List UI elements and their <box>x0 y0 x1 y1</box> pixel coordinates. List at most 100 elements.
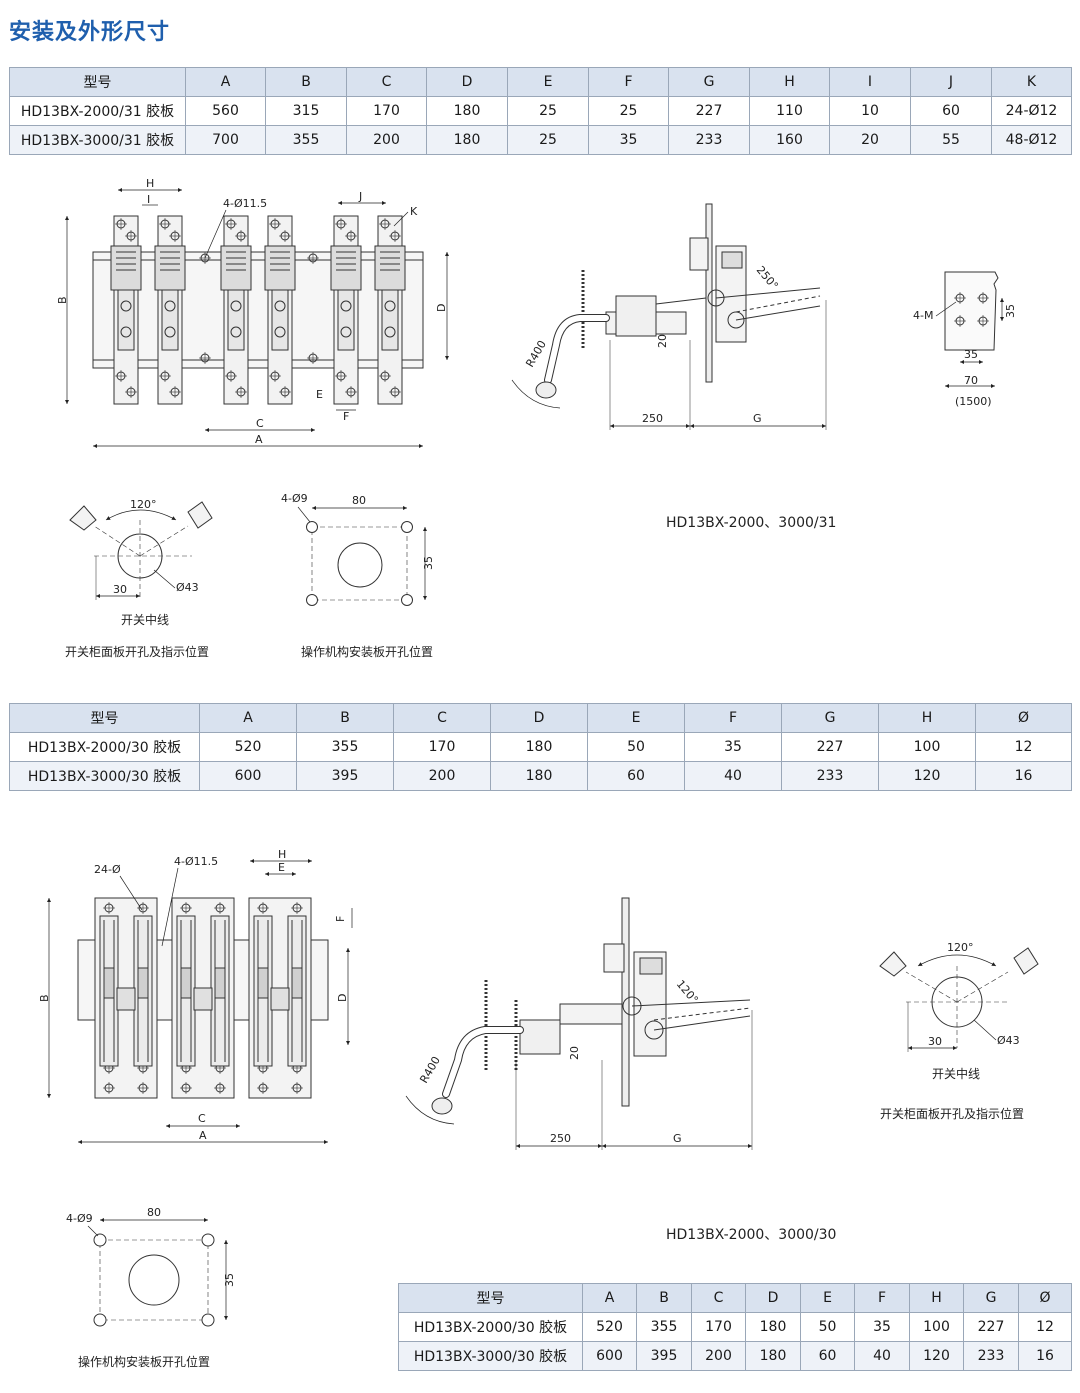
dim-G-30: G <box>673 1132 682 1145</box>
table-cell: 227 <box>781 732 879 762</box>
mount-hole-31: 80 4-Ø9 35 <box>281 492 435 606</box>
table-cell: 200 <box>393 761 491 791</box>
table-header-cell: Ø <box>975 703 1072 733</box>
table-cell: 700 <box>185 125 266 155</box>
table-cell: 395 <box>636 1341 692 1371</box>
terminal-detail: 4-M 35 35 70 (1500) <box>913 271 1017 408</box>
front-view-31: B D H I J K 4-Ø11.5 C A E F <box>56 177 450 449</box>
table-cell-model: HD13BX-3000/31 胶板 <box>9 125 186 155</box>
table-cell-model: HD13BX-3000/30 胶板 <box>398 1341 583 1371</box>
dim-holes-11-5: 4-Ø11.5 <box>223 197 267 210</box>
table-cell: 60 <box>587 761 685 791</box>
table-cell: 120 <box>909 1341 964 1371</box>
caption-panel-hole-1: 开关柜面板开孔及指示位置 <box>65 645 210 659</box>
dim-4-M: 4-M <box>913 309 933 322</box>
table-cell-model: HD13BX-2000/31 胶板 <box>9 96 186 126</box>
caption-switch-center-2: 开关中线 <box>932 1067 981 1081</box>
table-cell: 40 <box>854 1341 910 1371</box>
dim-4-9-b: 4-Ø9 <box>66 1212 93 1225</box>
table-cell-model: HD13BX-3000/30 胶板 <box>9 761 200 791</box>
dim-30-b: 30 <box>928 1035 942 1048</box>
table-header-cell: A <box>185 67 266 97</box>
dim-F-30: F <box>334 916 347 922</box>
table-cell: 233 <box>963 1341 1019 1371</box>
dim-holes-11-5-30: 4-Ø11.5 <box>174 855 218 868</box>
dim-E: E <box>316 388 323 401</box>
panel-hole-30: 120° 30 Ø43 <box>879 941 1039 1052</box>
table-header-cell: 型号 <box>398 1283 583 1313</box>
table-header-cell: C <box>346 67 427 97</box>
table-cell: 227 <box>668 96 750 126</box>
table-cell: 600 <box>199 761 297 791</box>
dim-A: A <box>255 433 263 446</box>
model-label-31: HD13BX-2000、3000/31 <box>666 515 837 531</box>
table-header-cell: Ø <box>1018 1283 1072 1313</box>
dim-30-a: 30 <box>113 583 127 596</box>
dim-R400-30: R400 <box>417 1054 443 1085</box>
dim-20: 20 <box>656 334 669 348</box>
dim-J: J <box>358 190 362 203</box>
caption-mount-hole-2: 操作机构安装板开孔位置 <box>78 1355 211 1369</box>
dim-H: H <box>146 177 154 190</box>
table-cell: 10 <box>829 96 911 126</box>
table-cell: 227 <box>963 1312 1019 1342</box>
table-header-cell: J <box>910 67 992 97</box>
dim-angle-250: 250° <box>754 264 781 293</box>
table-cell: 16 <box>975 761 1072 791</box>
dim-R400: R400 <box>523 338 549 369</box>
dim-B: B <box>56 296 69 304</box>
dim-35-h: 35 <box>964 348 978 361</box>
dim-35-v: 35 <box>1004 304 1017 318</box>
dim-angle-120-30: 120° <box>674 978 701 1007</box>
dim-20-30: 20 <box>568 1046 581 1060</box>
table-cell: 520 <box>582 1312 637 1342</box>
table-cell: 25 <box>507 125 589 155</box>
table-header-cell: F <box>684 703 782 733</box>
table-cell: 180 <box>426 125 508 155</box>
table-cell: 200 <box>346 125 427 155</box>
table-cell: 600 <box>582 1341 637 1371</box>
table-cell: 233 <box>781 761 879 791</box>
table-cell: 60 <box>800 1341 855 1371</box>
table-header-cell: G <box>781 703 879 733</box>
dim-K: K <box>410 205 418 218</box>
dim-43-a: Ø43 <box>176 581 199 594</box>
dim-C-30: C <box>198 1112 206 1125</box>
table-cell: 25 <box>507 96 589 126</box>
dim-35-b: 35 <box>223 1273 236 1287</box>
dim-24-holes: 24-Ø <box>94 863 121 876</box>
table-header-cell: A <box>582 1283 637 1313</box>
table-header-cell: F <box>588 67 669 97</box>
table-cell: 12 <box>1018 1312 1072 1342</box>
table-header-cell: D <box>745 1283 801 1313</box>
table-cell: 180 <box>490 761 588 791</box>
table-cell: 40 <box>684 761 782 791</box>
table-cell: 170 <box>393 732 491 762</box>
table-cell: 180 <box>745 1341 801 1371</box>
dim-B-30: B <box>38 994 51 1002</box>
table-cell: 315 <box>265 96 347 126</box>
dim-120-a: 120° <box>130 498 157 511</box>
model-label-30: HD13BX-2000、3000/30 <box>666 1227 837 1243</box>
table-header-cell: E <box>587 703 685 733</box>
mount-hole-30: 80 4-Ø9 35 <box>66 1206 236 1327</box>
table-header-cell: B <box>265 67 347 97</box>
side-view-31: R400 250° 20 250 G <box>511 203 827 430</box>
table-cell-model: HD13BX-2000/30 胶板 <box>398 1312 583 1342</box>
dim-35-a: 35 <box>422 556 435 570</box>
caption-switch-center-1: 开关中线 <box>121 613 170 627</box>
table-header-cell: G <box>963 1283 1019 1313</box>
table-header-cell: B <box>636 1283 692 1313</box>
panel-hole-31: 120° 30 Ø43 <box>69 498 213 600</box>
table-header-cell: E <box>800 1283 855 1313</box>
caption-mount-hole-1: 操作机构安装板开孔位置 <box>301 645 434 659</box>
table-cell: 355 <box>265 125 347 155</box>
